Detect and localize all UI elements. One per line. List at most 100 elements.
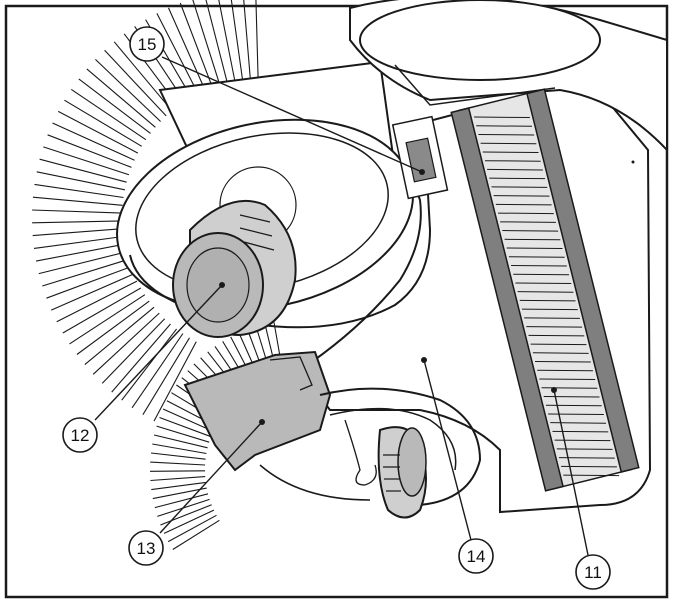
roller-bristle <box>500 221 556 223</box>
bristle <box>32 196 123 206</box>
bristle <box>50 273 134 311</box>
roller-bristle <box>487 168 543 171</box>
bristle <box>162 408 214 432</box>
bristle <box>38 251 127 275</box>
roller-bristle <box>478 133 535 136</box>
caster-wheel-hub <box>186 247 250 323</box>
bristle <box>95 59 161 122</box>
bristle <box>152 443 207 455</box>
bristle <box>156 13 199 94</box>
callout-12-circle <box>62 417 98 453</box>
roller-bristle <box>528 334 585 337</box>
bristle <box>113 41 173 112</box>
roller-bristle <box>539 378 596 381</box>
bristle <box>154 493 209 509</box>
bristle <box>69 294 146 345</box>
roller-bristle <box>491 186 548 188</box>
roller-bristle <box>519 299 576 302</box>
bristle <box>205 0 228 83</box>
leader-11 <box>553 389 589 556</box>
callout-15-circle <box>129 26 165 62</box>
callout-11: 11 <box>575 554 611 590</box>
bristle <box>150 476 206 482</box>
leader-11-dot <box>551 387 557 393</box>
roller-rail-left <box>450 107 564 492</box>
side-brush-upper-bristles <box>32 0 259 422</box>
roller-rail-right <box>526 88 640 473</box>
bristle <box>149 470 206 472</box>
bristle <box>39 158 127 183</box>
roller-bristle <box>480 142 537 145</box>
roller-bristle <box>550 422 607 424</box>
roller-bristle <box>506 247 563 250</box>
roller-bristle <box>537 369 593 372</box>
bristle <box>167 514 217 543</box>
bristle <box>159 416 212 438</box>
bristle <box>35 243 125 262</box>
main-roller-brush <box>450 88 640 492</box>
brush-track <box>129 139 432 329</box>
callout-11-circle <box>575 554 611 590</box>
bristle <box>104 49 167 117</box>
bristle <box>78 78 151 134</box>
frame-border <box>4 4 669 599</box>
bristle <box>86 68 156 128</box>
bristle <box>84 306 155 366</box>
roller-bristle <box>476 125 533 127</box>
callout-14: 14 <box>458 538 494 574</box>
bristle <box>142 337 190 415</box>
roller-bristle <box>530 343 587 346</box>
roller-bristle <box>526 326 583 328</box>
bristle <box>150 452 206 460</box>
leader-13 <box>159 421 263 534</box>
bristle <box>111 323 171 393</box>
callout-13-circle <box>128 530 164 566</box>
bristle <box>36 171 126 191</box>
bristle <box>192 0 221 85</box>
bristle <box>32 228 123 237</box>
lower-brush-rim <box>259 464 371 501</box>
bristle <box>33 235 124 249</box>
leader-12 <box>94 284 223 421</box>
roller-bristle <box>502 230 559 232</box>
bristle <box>76 300 150 355</box>
bristle <box>92 312 160 375</box>
roller-bristle <box>497 212 554 215</box>
bristle <box>153 341 197 422</box>
bristle <box>131 333 184 409</box>
leader-15 <box>161 56 423 173</box>
bristle <box>218 0 236 81</box>
roller-bristle <box>563 474 620 477</box>
callout-12: 12 <box>62 417 98 453</box>
roller-bristle <box>482 151 539 153</box>
bristle <box>156 425 210 443</box>
release-clip <box>183 350 332 472</box>
bristle <box>172 519 220 550</box>
roller-bristle <box>552 430 609 433</box>
bristle <box>64 99 142 147</box>
roller-bristle <box>548 413 604 415</box>
bristle <box>52 122 135 161</box>
leader-14 <box>423 359 472 541</box>
bristle <box>42 258 129 287</box>
bristle <box>62 287 142 334</box>
bristle <box>179 2 213 88</box>
callout-13: 13 <box>128 530 164 566</box>
roller-bristle <box>517 291 574 293</box>
caster-wheel-tread <box>239 214 275 251</box>
bristle <box>101 318 166 384</box>
bristle <box>167 7 206 91</box>
callout-15: 15 <box>129 26 165 62</box>
bristle <box>160 504 212 526</box>
leader-12-dot <box>219 282 225 288</box>
bristle <box>151 481 206 491</box>
bristle <box>163 509 215 534</box>
bristle <box>255 0 259 79</box>
roller-bristle <box>504 238 561 241</box>
bristle <box>230 0 244 80</box>
bristle <box>32 209 123 214</box>
callout-14-label: 14 <box>467 547 486 566</box>
bristle <box>43 146 130 176</box>
